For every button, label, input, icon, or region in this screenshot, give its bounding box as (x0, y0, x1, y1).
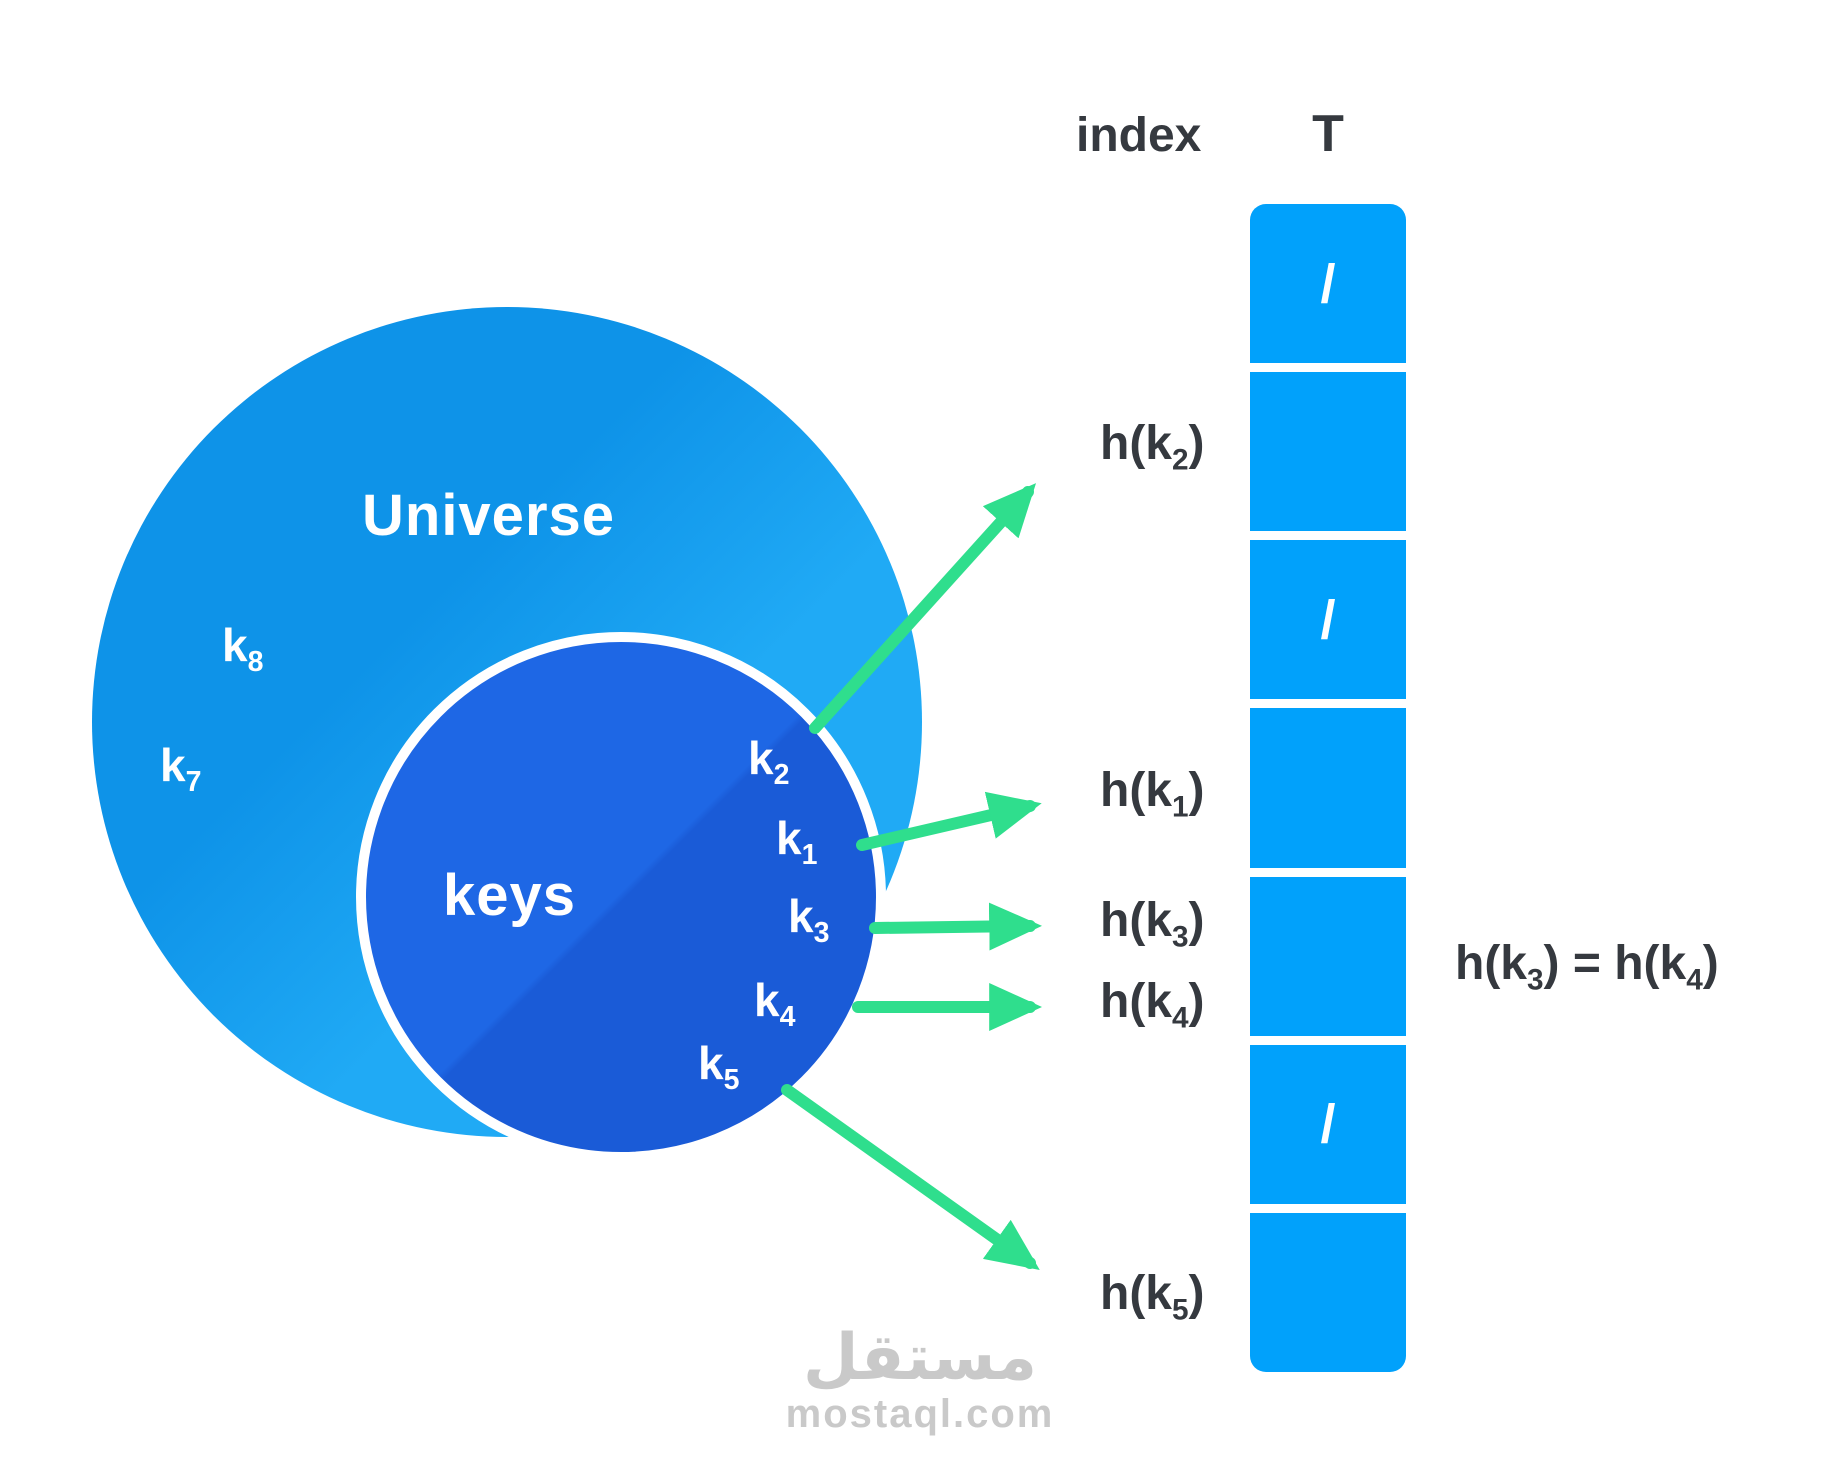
key-k4-label: k4 (754, 974, 796, 1034)
table-name-box: T (1285, 95, 1371, 172)
watermark-logo: مستقل (802, 1321, 1038, 1393)
index-label: index (1076, 109, 1202, 162)
table-slot-1: / (1250, 204, 1406, 364)
hash-table-column: / / / (1250, 204, 1406, 1372)
arrow-k3-to-hk3 (869, 902, 1042, 951)
watermark: مستقل mostaql.com (740, 1321, 1100, 1437)
key-k1-label: k1 (776, 812, 818, 872)
arrow-k2-to-hk2 (809, 483, 1037, 734)
hash-label-hk5: h(k5) (1100, 1267, 1205, 1327)
hash-label-hk2: h(k2) (1100, 417, 1205, 477)
key-k3-label: k3 (788, 890, 830, 950)
key-k8-label: k8 (222, 619, 264, 679)
collision-note: h(k3) = h(k4) (1455, 937, 1719, 997)
arrow-k1-to-hk1 (856, 791, 1042, 851)
key-k2-label: k2 (748, 732, 790, 792)
table-slot-6: / (1250, 1044, 1406, 1204)
watermark-domain: mostaql.com (785, 1392, 1055, 1437)
table-slot-4 (1250, 708, 1406, 868)
table-slot-5 (1250, 876, 1406, 1036)
table-slot-2 (1250, 372, 1406, 532)
table-slot-3: / (1250, 540, 1406, 700)
hash-label-hk1: h(k1) (1100, 764, 1205, 824)
keys-circle (356, 632, 886, 1162)
keys-title: keys (443, 863, 577, 928)
hash-label-hk3: h(k3) (1100, 894, 1205, 954)
table-slot-7 (1250, 1212, 1406, 1372)
hash-label-hk4: h(k4) (1100, 975, 1205, 1035)
universe-title: Universe (362, 483, 616, 548)
key-k5-label: k5 (698, 1037, 740, 1097)
arrow-k5-to-hk5 (781, 1084, 1040, 1270)
key-k7-label: k7 (160, 739, 202, 799)
